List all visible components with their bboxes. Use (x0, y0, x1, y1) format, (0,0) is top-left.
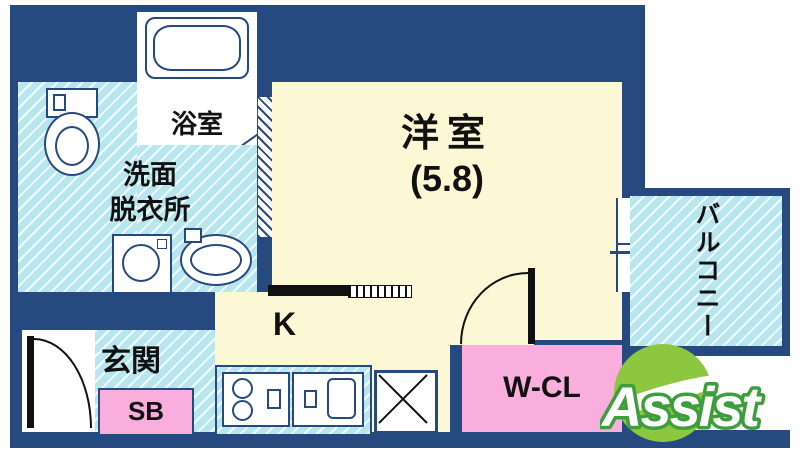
closet-door (458, 266, 536, 344)
walk-in-closet-label: W-CL (503, 371, 581, 404)
entrance-door-arc (34, 338, 92, 428)
balcony-window-tick (610, 251, 642, 254)
fridge-space (374, 370, 438, 434)
toilet-bowl (44, 112, 100, 176)
washing-machine-icon (112, 234, 172, 294)
entrance-area: 玄関 (95, 330, 215, 432)
washing-machine-drum (122, 244, 160, 282)
stove-icon (222, 372, 290, 427)
western-room-size: (5.8) (409, 158, 485, 199)
closet-door-leaf (528, 268, 535, 344)
wcl-wall (534, 340, 622, 346)
stove-panel (267, 389, 281, 409)
toilet-icon (38, 88, 104, 176)
brand-watermark: Assist (600, 336, 800, 453)
balcony-window-crossbar (618, 243, 634, 245)
shoe-box: SB (98, 388, 194, 436)
western-room-label: 洋室 (400, 113, 493, 155)
entrance-label: 玄関 (101, 345, 161, 378)
entrance-door-leaf (27, 336, 34, 428)
bath-label: 浴室 (170, 109, 223, 139)
brand-wordmark: Assist (600, 372, 768, 442)
closet-door-arc (460, 272, 528, 344)
stove-burner-bottom (232, 400, 253, 421)
bath-room: 浴室 (137, 12, 257, 145)
kitchen-label: K (273, 306, 297, 342)
shoe-box-label: SB (127, 396, 165, 426)
stove-burner-top (232, 378, 253, 399)
sink-faucet (184, 228, 202, 243)
brand-wordmark-text: Assist (600, 375, 762, 438)
walk-in-closet: W-CL (462, 345, 622, 432)
bathtub-inner (153, 25, 241, 71)
bathtub-icon (145, 17, 249, 79)
brand-leaf-icon (614, 344, 712, 442)
fridge-x-line2 (378, 374, 428, 424)
fridge-x-icon (378, 374, 428, 424)
sink-icon (180, 228, 252, 286)
counter-bar-hatched (348, 285, 412, 298)
kitchen-sink-basin (327, 378, 356, 419)
kitchen-faucet (304, 390, 317, 408)
counter-bar (268, 285, 348, 296)
washroom-label: 洗面 脱衣所 (86, 158, 214, 228)
washroom-label-line2: 脱衣所 (109, 195, 191, 226)
entrance-door-area (22, 330, 95, 432)
kitchen-counter (215, 365, 372, 436)
toilet-seat (55, 126, 89, 166)
sink-bowl-inner (190, 244, 242, 276)
toilet-flush-button (53, 94, 66, 111)
balcony-label: バルコニー (692, 201, 720, 341)
washroom-label-line1: 洗面 (123, 160, 177, 190)
kitchen-sink-icon (292, 372, 364, 427)
balcony-area: バルコニー (630, 196, 782, 346)
washing-machine-panel (157, 239, 167, 249)
